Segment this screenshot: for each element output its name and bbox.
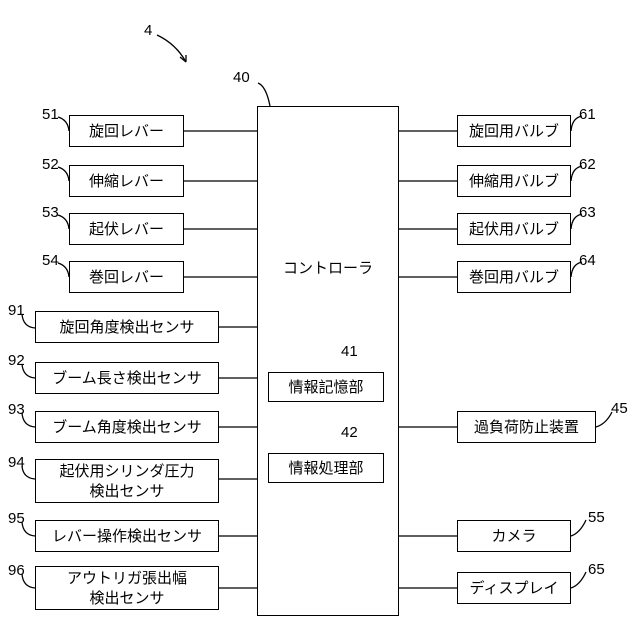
- overload-prevention-device-label: 過負荷防止装置: [474, 417, 579, 437]
- outrigger-extension-sensor-block: アウトリガ張出幅 検出センサ: [35, 566, 219, 610]
- luffing-lever-label: 起伏レバー: [89, 219, 164, 239]
- swing-angle-sensor-label: 旋回角度検出センサ: [59, 317, 194, 337]
- luffing-cylinder-pressure-sensor-block: 起伏用シリンダ圧力 検出センサ: [35, 459, 219, 503]
- controller-ref: 40: [233, 69, 250, 87]
- telescopic-valve-ref: 62: [579, 156, 596, 174]
- leader-45: [596, 412, 612, 427]
- boom-angle-sensor-ref: 93: [8, 401, 25, 419]
- swing-angle-sensor-ref: 91: [8, 302, 25, 320]
- controller-block: [257, 106, 399, 616]
- boom-length-sensor-ref: 92: [8, 352, 25, 370]
- overload-prevention-device-block: 過負荷防止装置: [457, 411, 596, 443]
- winding-valve-block: 巻回用バルブ: [457, 261, 571, 293]
- information-storage-block: 情報記憶部: [268, 372, 384, 402]
- display-ref: 65: [588, 561, 605, 579]
- boom-length-sensor-block: ブーム長さ検出センサ: [35, 362, 219, 394]
- swing-valve-ref: 61: [579, 106, 596, 124]
- luffing-cylinder-pressure-sensor-label: 起伏用シリンダ圧力 検出センサ: [59, 461, 194, 501]
- overload-prevention-device-ref: 45: [611, 400, 628, 418]
- figure-ref-label: 4: [144, 22, 152, 40]
- leader-55: [571, 520, 586, 536]
- leader-52: [58, 167, 69, 181]
- winding-lever-label: 巻回レバー: [89, 267, 164, 287]
- outrigger-extension-sensor-ref: 96: [8, 562, 25, 580]
- lever-operation-sensor-block: レバー操作検出センサ: [35, 520, 219, 552]
- swing-lever-label: 旋回レバー: [89, 121, 164, 141]
- winding-valve-ref: 64: [579, 252, 596, 270]
- luffing-valve-label: 起伏用バルブ: [469, 219, 559, 239]
- boom-angle-sensor-label: ブーム角度検出センサ: [52, 417, 202, 437]
- boom-angle-sensor-block: ブーム角度検出センサ: [35, 411, 219, 443]
- luffing-valve-ref: 63: [579, 204, 596, 222]
- information-processing-ref: 42: [341, 424, 358, 442]
- leader-40: [258, 83, 270, 106]
- display-block: ディスプレイ: [457, 572, 571, 604]
- swing-lever-ref: 51: [42, 106, 59, 124]
- telescopic-lever-ref: 52: [42, 156, 59, 174]
- winding-lever-ref: 54: [42, 252, 59, 270]
- luffing-cylinder-pressure-sensor-ref: 94: [8, 454, 25, 472]
- swing-valve-block: 旋回用バルブ: [457, 115, 571, 147]
- winding-lever-block: 巻回レバー: [69, 261, 184, 293]
- display-label: ディスプレイ: [470, 578, 559, 598]
- lever-operation-sensor-ref: 95: [8, 510, 25, 528]
- leader-65: [571, 572, 586, 588]
- luffing-valve-block: 起伏用バルブ: [457, 213, 571, 245]
- boom-length-sensor-label: ブーム長さ検出センサ: [52, 368, 202, 388]
- camera-block: カメラ: [457, 520, 571, 552]
- controller-label: コントローラ: [257, 258, 399, 278]
- information-processing-block: 情報処理部: [268, 453, 384, 483]
- camera-ref: 55: [588, 509, 605, 527]
- leader-51: [58, 117, 69, 131]
- luffing-lever-block: 起伏レバー: [69, 213, 184, 245]
- telescopic-lever-label: 伸縮レバー: [89, 171, 164, 191]
- information-storage-label: 情報記憶部: [288, 377, 363, 397]
- information-storage-ref: 41: [341, 343, 358, 361]
- telescopic-valve-label: 伸縮用バルブ: [469, 171, 559, 191]
- luffing-lever-ref: 53: [42, 204, 59, 222]
- lever-operation-sensor-label: レバー操作検出センサ: [52, 526, 202, 546]
- leader-53: [58, 215, 69, 229]
- swing-valve-label: 旋回用バルブ: [469, 121, 559, 141]
- telescopic-lever-block: 伸縮レバー: [69, 165, 184, 197]
- camera-label: カメラ: [491, 526, 536, 546]
- outrigger-extension-sensor-label: アウトリガ張出幅 検出センサ: [67, 568, 187, 608]
- leader-54: [58, 263, 69, 277]
- swing-angle-sensor-block: 旋回角度検出センサ: [35, 311, 219, 343]
- telescopic-valve-block: 伸縮用バルブ: [457, 165, 571, 197]
- swing-lever-block: 旋回レバー: [69, 115, 184, 147]
- information-processing-label: 情報処理部: [288, 458, 363, 478]
- winding-valve-label: 巻回用バルブ: [469, 267, 559, 287]
